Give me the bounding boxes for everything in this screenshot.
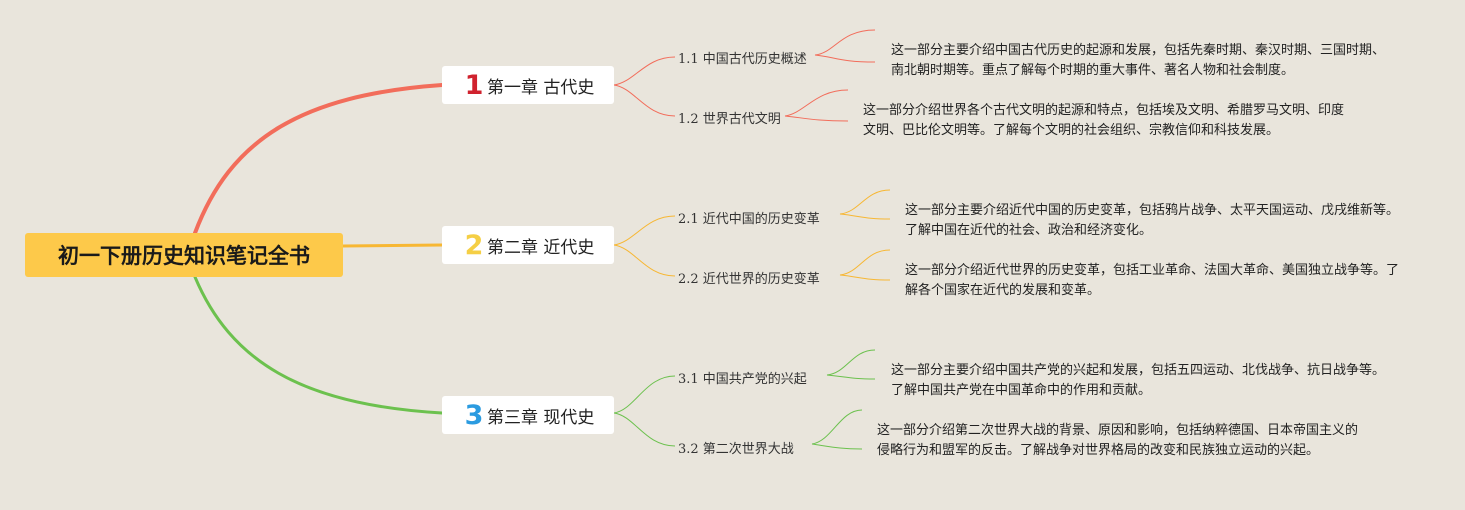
ch1-section-line [613,84,676,117]
section-description-1-1: 这一部分主要介绍中国古代历史的起源和发展，包括先秦时期、秦汉时期、三国时期、南北… [891,43,1386,78]
ch2-desc-line [839,249,891,276]
ch1-desc-line [784,89,849,117]
ch2-desc-line [839,189,891,215]
ch1-desc-line [784,115,849,122]
ch2-section-line [613,244,676,277]
branch-line-ch2 [341,243,444,248]
root-title: 初一下册历史知识笔记全书 [58,244,310,268]
ch3-desc-line [811,443,863,450]
chapter-number-3: 3 [464,399,484,431]
ch3-desc-line [826,349,876,376]
branch-line-ch3 [193,275,444,415]
branch-line-ch1 [193,83,444,235]
section-description-2-1: 这一部分主要介绍近代中国的历史变革，包括鸦片战争、太平天国运动、戊戌维新等。了解… [905,203,1400,238]
ch2-desc-line [839,274,891,281]
ch1-desc-line [814,54,876,63]
ch3-section-line [613,412,676,447]
section-description-3-2: 这一部分介绍第二次世界大战的背景、原因和影响，包括纳粹德国、日本帝国主义的侵略行… [877,423,1359,458]
ch3-desc-line [826,374,876,380]
section-node-2-1[interactable]: 2.1 近代中国的历史变革 [678,212,820,227]
chapter-title-1: 第一章 古代史 [487,77,595,98]
section-node-3-1[interactable]: 3.1 中国共产党的兴起 [678,372,807,387]
ch2-section-line [613,215,676,246]
chapter-number-1: 1 [464,69,484,101]
section-description-2-2: 这一部分介绍近代世界的历史变革，包括工业革命、法国大革命、美国独立战争等。了解各… [905,263,1400,298]
ch3-desc-line [811,409,863,445]
chapter-node-3[interactable]: 3 第三章 现代史 [442,396,614,434]
chapter-title-2: 第二章 近代史 [487,237,595,258]
chapter-title-3: 第三章 现代史 [487,407,595,428]
chapter-node-2[interactable]: 2 第二章 近代史 [442,226,614,264]
section-description-3-1: 这一部分主要介绍中国共产党的兴起和发展，包括五四运动、北伐战争、抗日战争等。了解… [891,363,1386,398]
ch3-section-line [613,375,676,414]
section-description-1-2: 这一部分介绍世界各个古代文明的起源和特点，包括埃及文明、希腊罗马文明、印度文明、… [863,103,1345,138]
section-node-1-2[interactable]: 1.2 世界古代文明 [678,112,781,127]
section-node-3-2[interactable]: 3.2 第二次世界大战 [678,442,794,457]
root-topic[interactable]: 初一下册历史知识笔记全书 [25,233,343,277]
section-node-1-1[interactable]: 1.1 中国古代历史概述 [678,52,807,67]
ch2-desc-line [839,213,891,220]
section-node-2-2[interactable]: 2.2 近代世界的历史变革 [678,272,820,287]
chapter-node-1[interactable]: 1 第一章 古代史 [442,66,614,104]
chapter-number-2: 2 [464,229,484,261]
ch1-desc-line [814,29,876,56]
ch1-section-line [613,56,676,86]
